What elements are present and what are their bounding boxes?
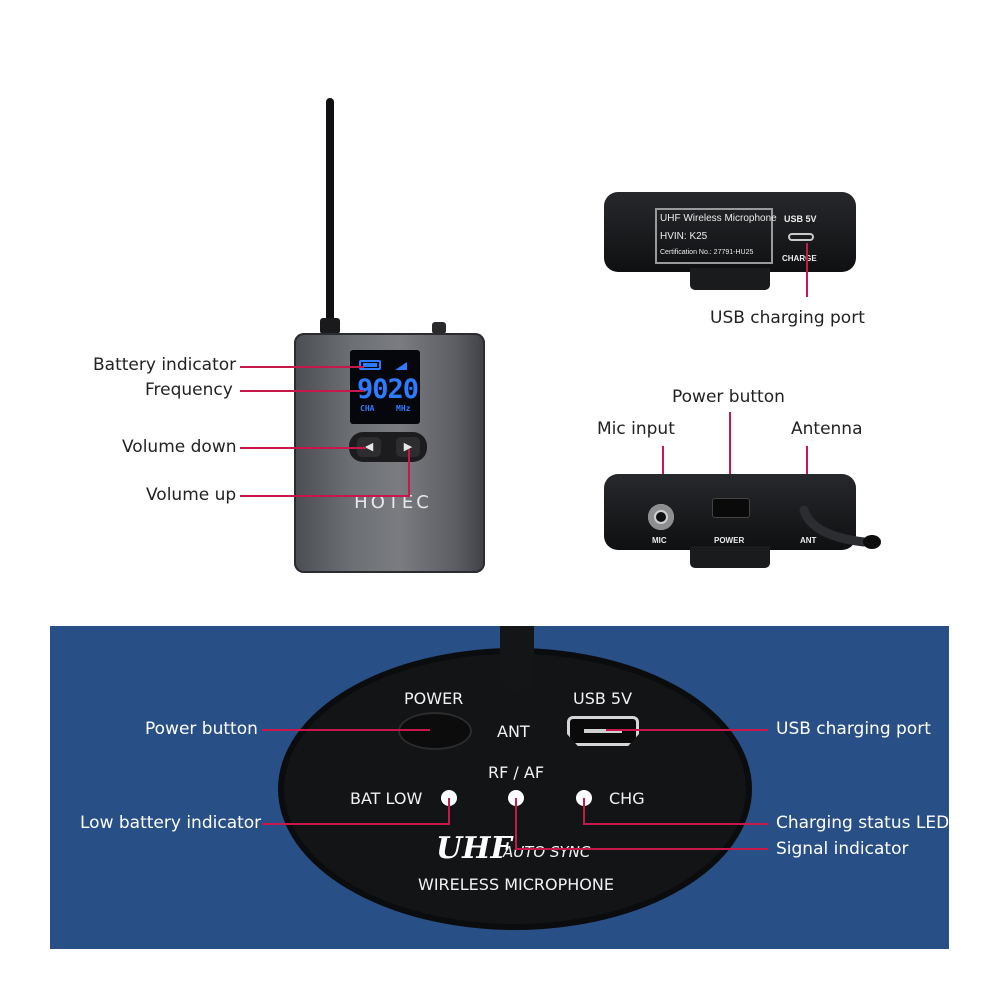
receiver-rfaf-label: RF / AF [488,763,545,782]
pin-charging-v [583,798,585,825]
pin-signal-h [516,848,768,850]
pin-receiver-power [262,729,430,731]
callout-usb-charging-port-top: USB charging port [710,308,865,328]
mic-jack-top [432,322,446,334]
bottom-view-clip [690,546,770,568]
signal-icon [395,362,407,370]
antenna-rod [326,98,334,334]
callout-signal: Signal indicator [776,839,909,859]
pin-battery [240,366,364,368]
callout-battery-indicator: Battery indicator [93,355,237,375]
top-view-body [604,192,856,272]
pin-usb-top [806,243,808,297]
lcd-screen [350,350,420,424]
power-label-bottom: POWER [714,536,745,545]
spec-line-2: HVIN: K25 [660,231,708,242]
lcd-channel: CHA [360,404,375,413]
pin-frequency [240,390,364,392]
antenna-base [320,318,340,334]
receiver-ant-label: ANT [497,722,530,741]
pin-volume-up-h [240,495,410,497]
pin-low-battery-v [448,798,450,825]
charge-label-top: CHARGE [782,254,817,263]
pin-signal-v [515,798,517,850]
callout-antenna: Antenna [791,419,863,439]
spec-label-box [655,208,773,264]
receiver-chg-label: CHG [609,789,645,808]
brand-logo: HOTEC [354,492,432,513]
pin-receiver-usb [606,729,768,731]
usb-port-top[interactable] [788,233,814,241]
receiver-batlow-label: BAT LOW [350,789,423,808]
receiver-power-button[interactable] [398,712,472,750]
mic-label-bottom: MIC [652,536,667,545]
callout-mic-input: Mic input [597,419,675,439]
pin-charging-h [584,823,768,825]
lcd-frequency: 9020 [357,374,419,405]
spec-line-3: Certification No.: 27791-HU25 [660,249,754,256]
callout-volume-up: Volume up [146,485,237,505]
callout-charging-led: Charging status LED [776,813,950,833]
receiver-uhf-logo: UHF [436,831,512,866]
usb-label-top: USB 5V [784,214,817,224]
pin-volume-down [240,447,366,449]
pin-power-side [729,412,731,496]
spec-line-1: UHF Wireless Microphone [660,213,777,224]
receiver-wireless-label: WIRELESS MICROPHONE [418,875,614,894]
pin-low-battery-h [262,823,450,825]
power-switch-side[interactable] [712,498,750,518]
receiver-autosync: AUTO SYNC [503,843,591,861]
receiver-oval [284,654,746,924]
top-view-clip [690,268,770,290]
battery-icon [359,360,381,370]
mic-jack[interactable] [648,504,674,530]
receiver-antenna [500,626,534,692]
receiver-power-label: POWER [404,689,464,708]
callout-frequency: Frequency [145,380,233,400]
ant-label-bottom: ANT [800,536,817,545]
volume-up-button[interactable]: ▶ [396,437,420,457]
callout-low-battery: Low battery indicator [80,813,262,833]
callout-power-button-side: Power button [672,387,785,407]
volume-down-button[interactable]: ◀ [357,437,381,457]
callout-receiver-power: Power button [145,719,258,739]
callout-receiver-usb: USB charging port [776,719,931,739]
lcd-unit: MHz [396,404,411,413]
receiver-usb-port[interactable] [567,716,639,746]
pin-volume-up-v [408,449,410,497]
receiver-usb-label: USB 5V [573,689,633,708]
callout-volume-down: Volume down [122,437,237,457]
antenna-cable-side [799,505,881,549]
